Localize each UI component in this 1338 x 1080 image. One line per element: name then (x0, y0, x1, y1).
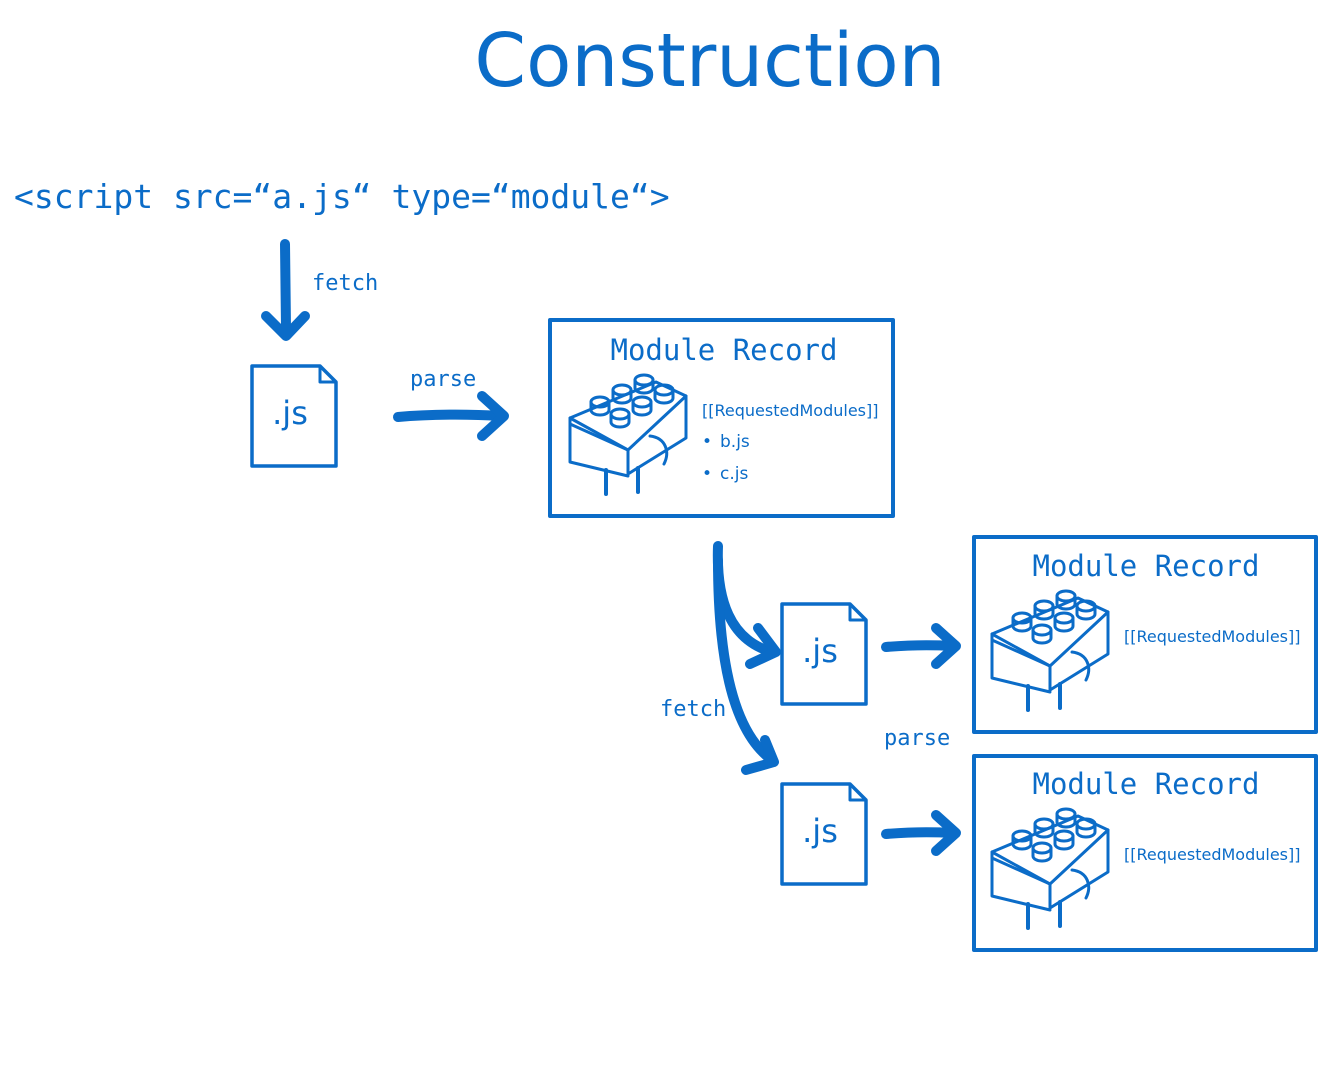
fetch-label-top: fetch (312, 271, 378, 296)
module-record-b: Module Record [[RequestedModules]] (972, 535, 1318, 734)
requested-item-c: c.js (720, 464, 748, 484)
bullet-1: • (702, 432, 712, 452)
requested-modules-label: [[RequestedModules]] (702, 401, 878, 420)
module-record-title: Module Record (611, 333, 838, 367)
parse-arrow-c-icon (881, 810, 961, 856)
requested-modules-label-c: [[RequestedModules]] (1124, 845, 1300, 864)
parse-label-top: parse (410, 367, 476, 392)
module-record-b-title: Module Record (1033, 549, 1260, 583)
file-a-label: .js (272, 394, 308, 432)
file-c-label: .js (802, 812, 838, 850)
requested-modules-label-b: [[RequestedModules]] (1124, 627, 1300, 646)
fetch-branch-arrow-icon (712, 541, 781, 775)
lego-brick-icon (990, 807, 1110, 930)
fetch-label-bottom: fetch (660, 697, 726, 722)
lego-brick-icon (568, 373, 688, 496)
file-b-label: .js (802, 632, 838, 670)
module-record-main: Module Record [[RequestedModules]] • b.j… (548, 318, 895, 518)
bullet-2: • (702, 464, 712, 484)
requested-item-b: b.js (720, 432, 750, 452)
parse-arrow-icon (393, 391, 509, 441)
fetch-arrow-icon (261, 239, 310, 341)
lego-brick-icon (990, 589, 1110, 712)
parse-arrow-b-icon (881, 623, 961, 669)
module-record-c: Module Record [[RequestedModules]] (972, 754, 1318, 952)
page-title: Construction (474, 18, 945, 104)
parse-label-bottom: parse (884, 726, 950, 751)
module-record-c-title: Module Record (1033, 767, 1260, 801)
script-tag: <script src=“a.js“ type=“module“> (14, 177, 670, 216)
